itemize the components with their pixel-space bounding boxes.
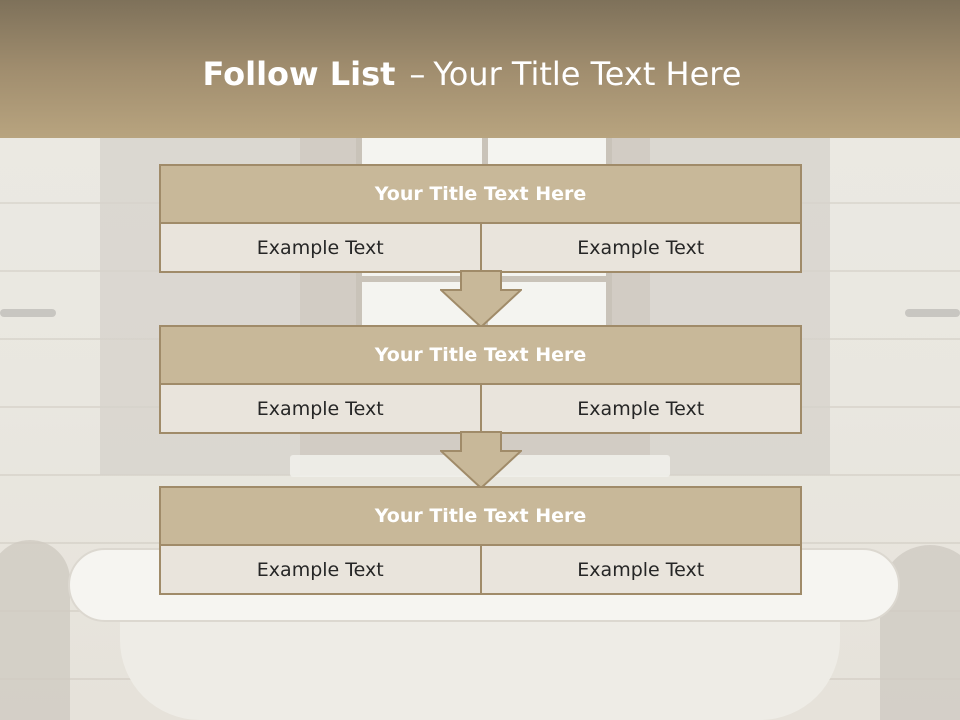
slide-title[interactable]: Follow List–Your Title Text Here [0, 55, 944, 93]
block-title[interactable]: Your Title Text Here [161, 166, 800, 224]
block-title[interactable]: Your Title Text Here [161, 488, 800, 546]
block-cell-left[interactable]: Example Text [161, 546, 480, 593]
block-row: Example Text Example Text [161, 224, 800, 271]
block-cell-right[interactable]: Example Text [479, 224, 800, 271]
jar-left [0, 540, 70, 720]
block-cell-left[interactable]: Example Text [161, 385, 480, 432]
down-arrow-icon [440, 270, 522, 328]
follow-block-2[interactable]: Your Title Text Here Example Text Exampl… [159, 325, 802, 434]
block-cell-right[interactable]: Example Text [479, 546, 800, 593]
follow-block-3[interactable]: Your Title Text Here Example Text Exampl… [159, 486, 802, 595]
block-cell-left[interactable]: Example Text [161, 224, 480, 271]
slide-title-rest: Your Title Text Here [433, 55, 742, 93]
slide-title-bold: Follow List [202, 55, 396, 93]
block-row: Example Text Example Text [161, 546, 800, 593]
follow-block-1[interactable]: Your Title Text Here Example Text Exampl… [159, 164, 802, 273]
towel-rail-right [905, 309, 960, 317]
block-title[interactable]: Your Title Text Here [161, 327, 800, 385]
block-cell-right[interactable]: Example Text [479, 385, 800, 432]
block-row: Example Text Example Text [161, 385, 800, 432]
title-separator: – [409, 55, 426, 93]
down-arrow-icon [440, 431, 522, 489]
title-banner: Follow List–Your Title Text Here [0, 0, 960, 138]
towel-rail-left [0, 309, 56, 317]
